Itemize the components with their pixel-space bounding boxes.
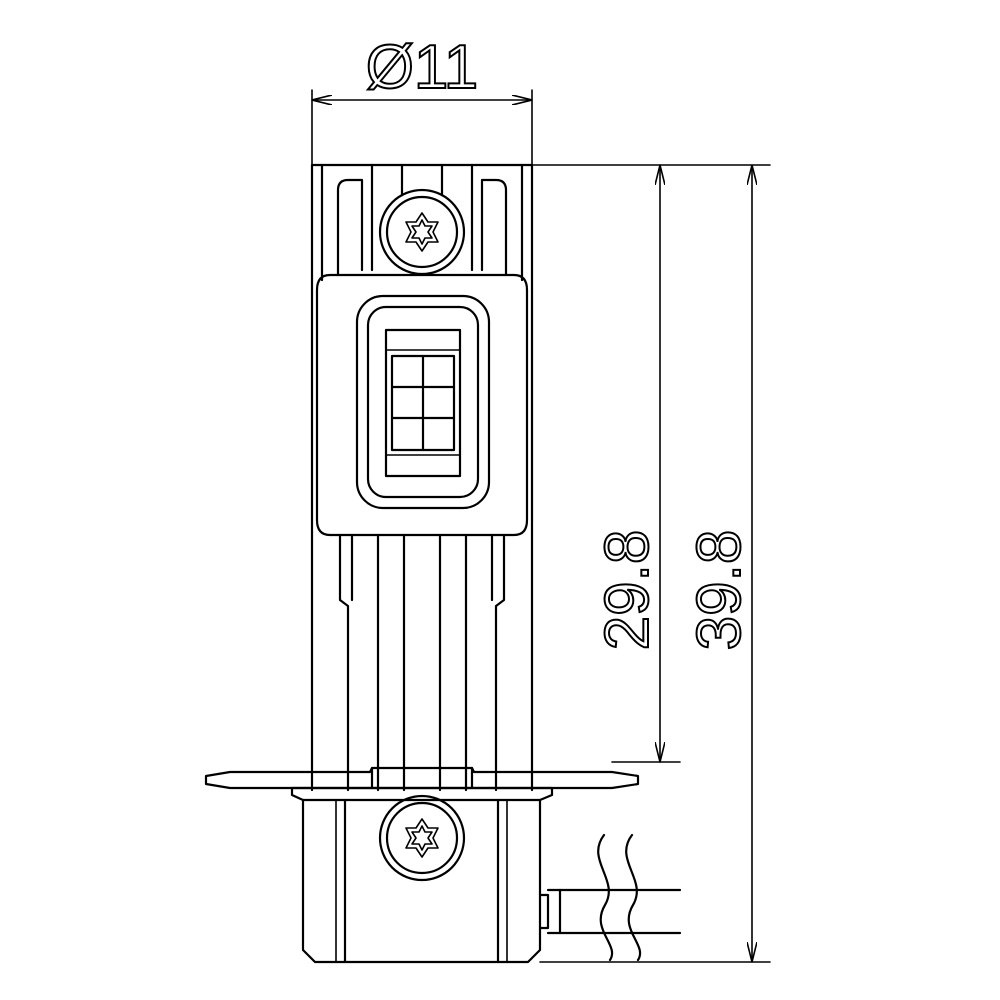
diameter-label: Ø11 <box>366 33 479 102</box>
led-chip-icon <box>390 354 456 452</box>
head-tube <box>310 163 534 792</box>
diameter-dimension: Ø11 <box>311 32 533 166</box>
led-housing <box>315 273 529 537</box>
inner-height-dimension: 29.8 <box>592 164 662 763</box>
base-block <box>290 786 554 964</box>
break-line <box>597 833 614 962</box>
upper-screw-icon <box>378 188 466 276</box>
neck-fins <box>338 533 506 792</box>
lower-screw-icon <box>378 794 466 882</box>
overall-height-label: 39.8 <box>685 530 754 651</box>
inner-height-label: 29.8 <box>593 530 662 651</box>
overall-height-dimension: 39.8 <box>684 164 754 963</box>
led-chip-base <box>384 328 462 478</box>
upper-clip <box>336 178 364 277</box>
led-frame-outer <box>355 294 491 510</box>
wire-exit <box>538 833 682 962</box>
bulb-outline <box>204 163 682 964</box>
mounting-flange <box>204 766 640 790</box>
